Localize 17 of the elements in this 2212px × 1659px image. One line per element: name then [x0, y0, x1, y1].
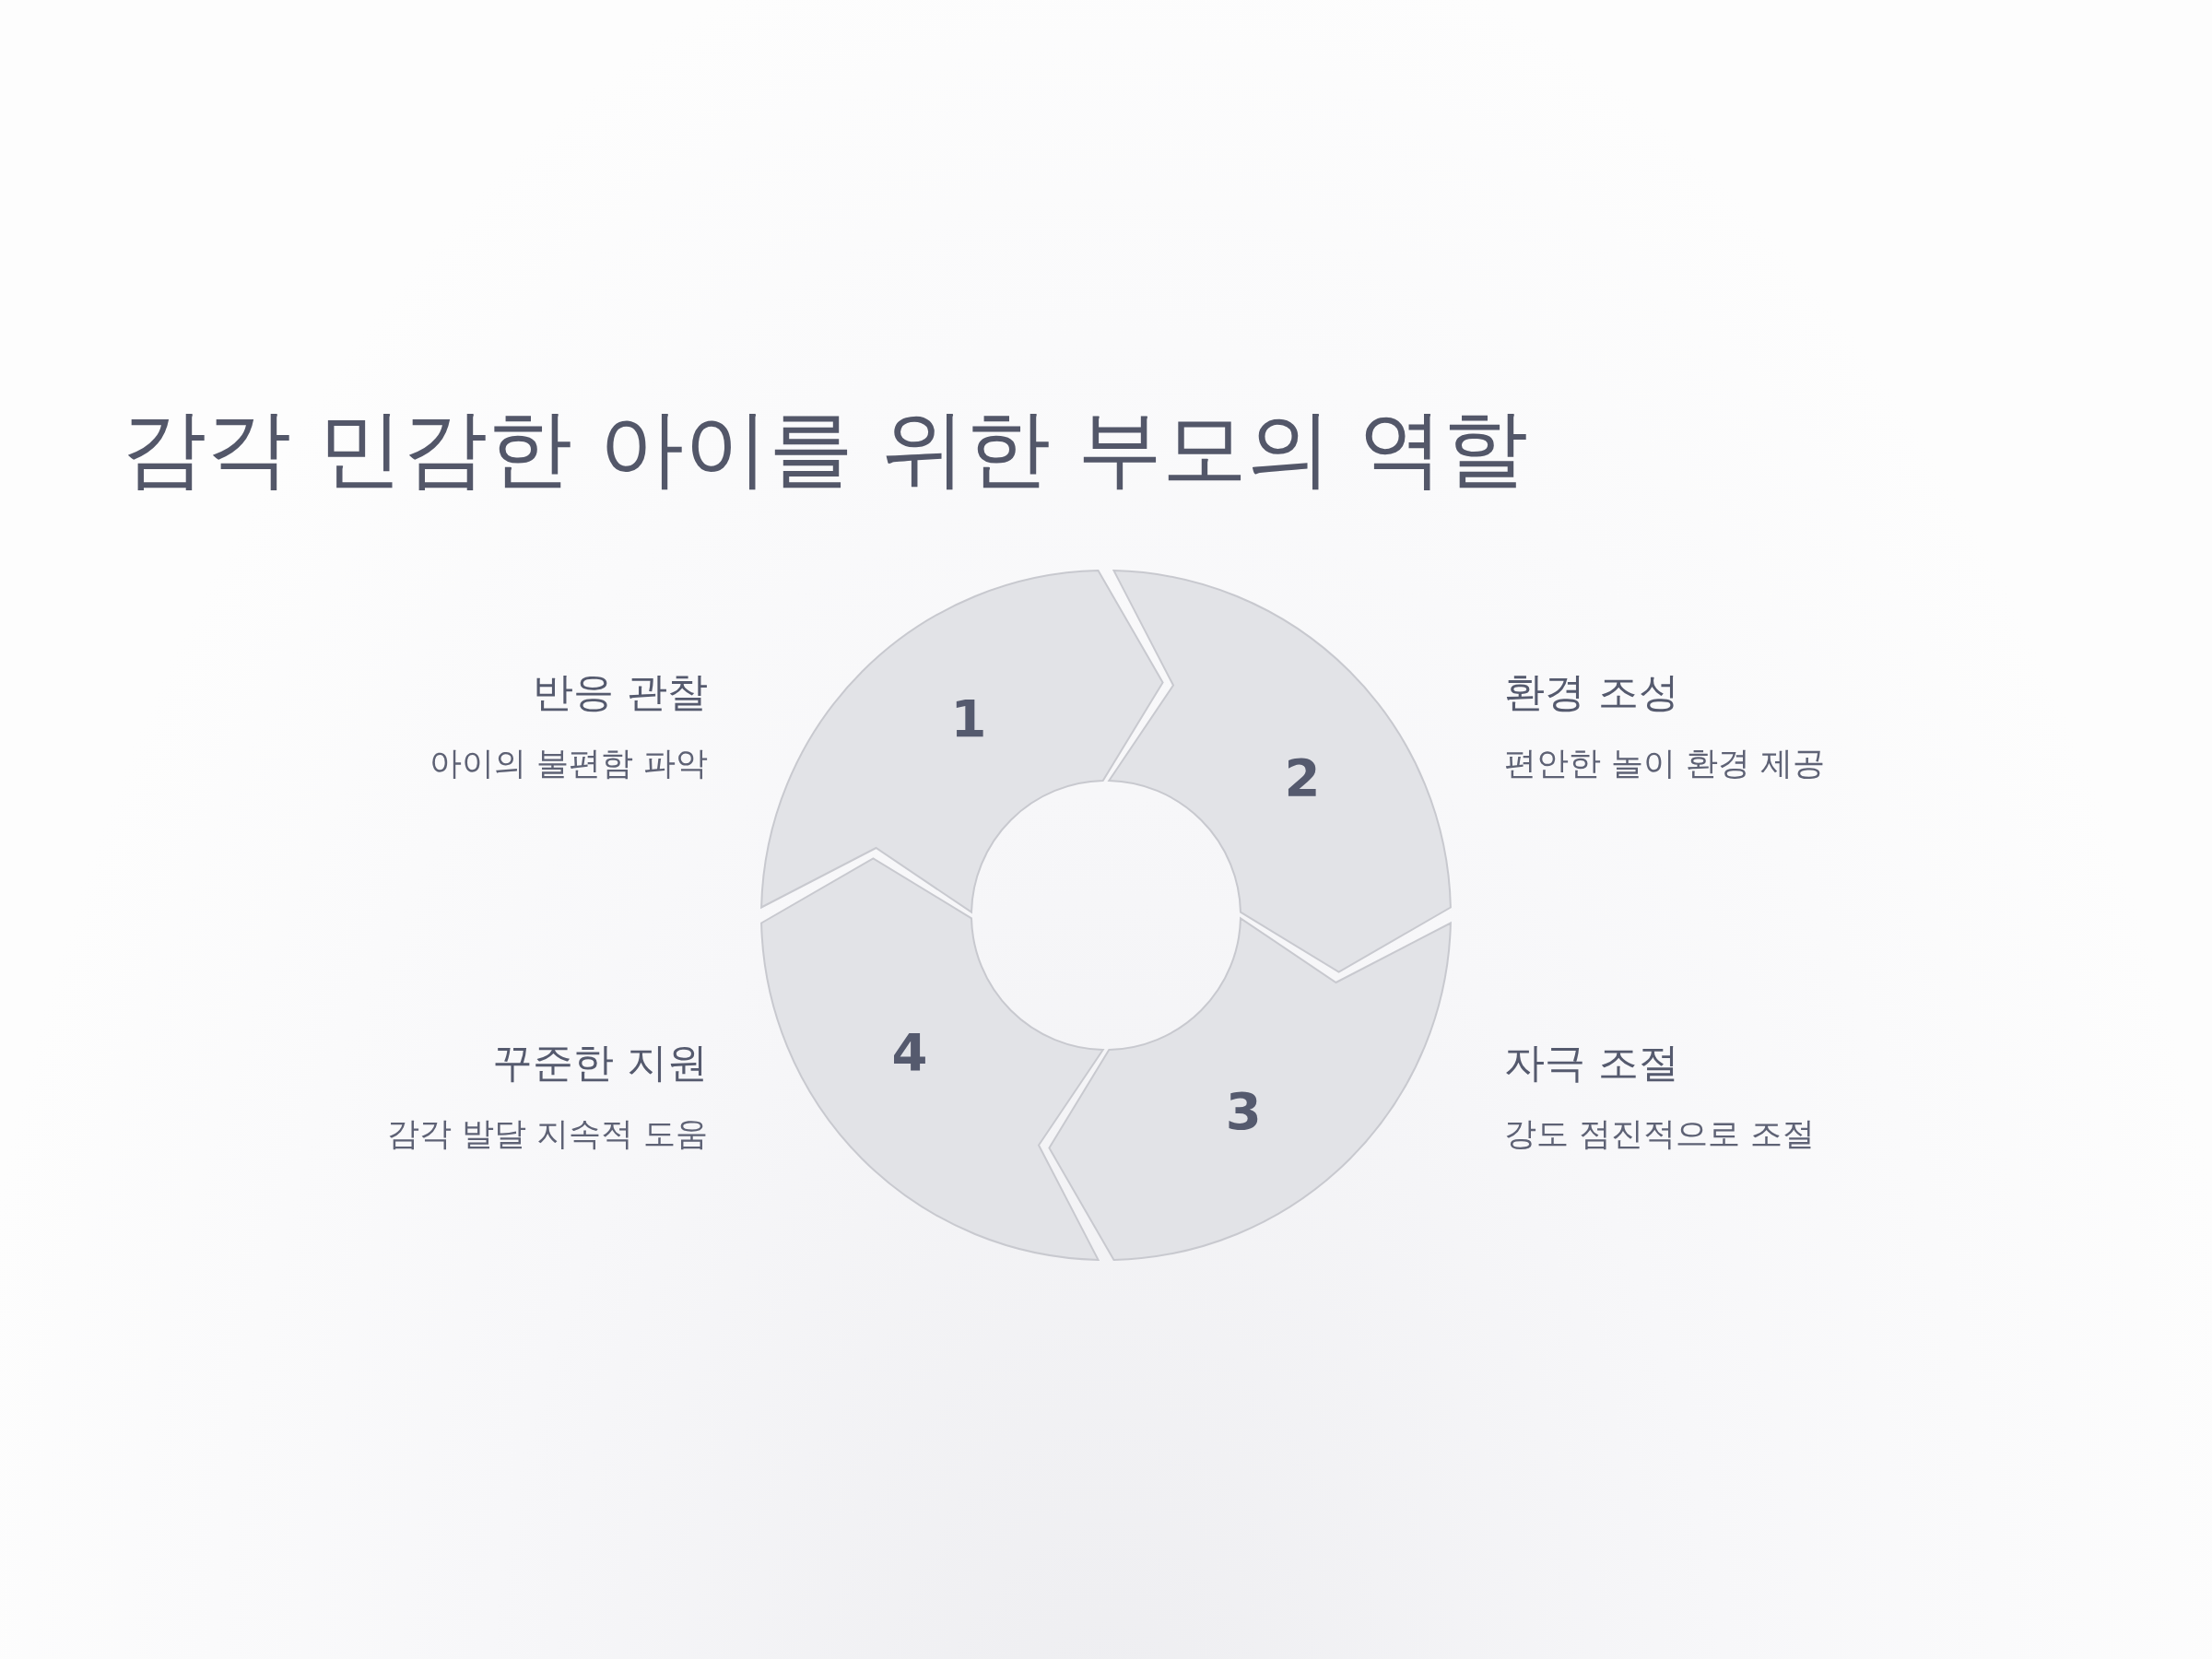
- step-description: 아이의 불편함 파악: [429, 744, 708, 782]
- step-number: 4: [891, 1027, 928, 1079]
- step-heading: 꾸준한 지원: [492, 1039, 708, 1088]
- step-heading: 환경 조성: [1504, 668, 1679, 717]
- title: 감각 민감한 아이를 위한 부모의 역할: [122, 398, 1529, 500]
- step-number: 3: [1225, 1085, 1262, 1137]
- arrow-ring-segment: [759, 856, 1105, 1262]
- step-description: 강도 점진적으로 조절: [1504, 1114, 1816, 1153]
- step-description: 편안한 놀이 환경 제공: [1504, 744, 1826, 782]
- step-heading: 자극 조절: [1504, 1039, 1679, 1088]
- arrow-ring-segment: [1107, 569, 1453, 974]
- step-number: 1: [950, 693, 987, 745]
- step-description: 감각 발달 지속적 도움: [386, 1114, 708, 1153]
- arrow-ring-segment: [1047, 916, 1453, 1262]
- arrow-ring-segment: [759, 569, 1165, 914]
- step-number: 2: [1284, 751, 1321, 804]
- step-heading: 반응 관찰: [533, 668, 708, 717]
